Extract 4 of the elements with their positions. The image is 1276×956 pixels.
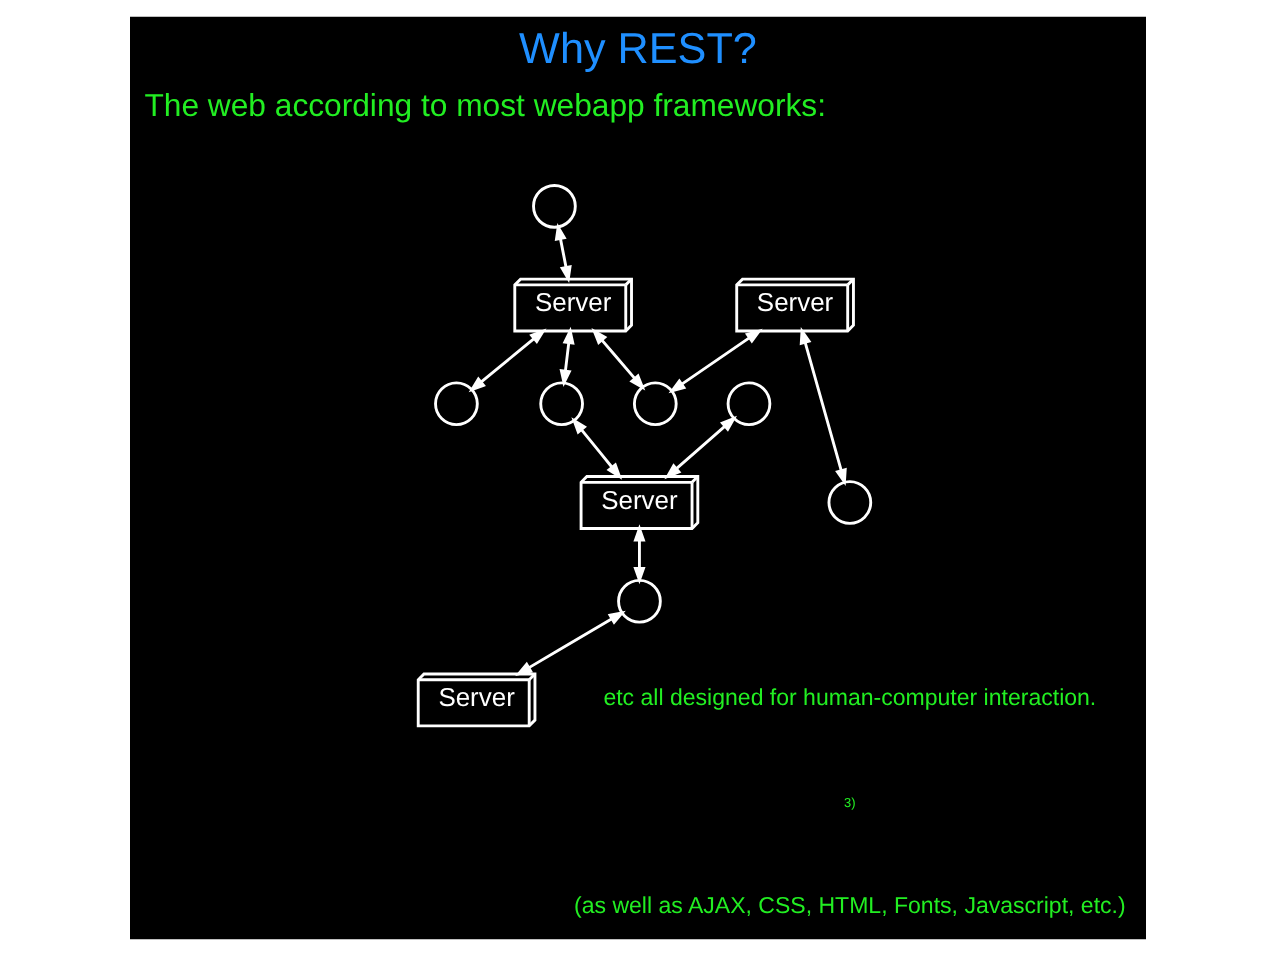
diagram-title: Why REST? — [519, 22, 757, 73]
label: etc all designed for human-computer interaction. — [603, 687, 1097, 712]
label: (as well as AJAX, CSS, HTML, Fonts, Javascript, etc.) — [574, 894, 1126, 919]
label: The web according to most webapp frameworks: — [144, 89, 827, 124]
